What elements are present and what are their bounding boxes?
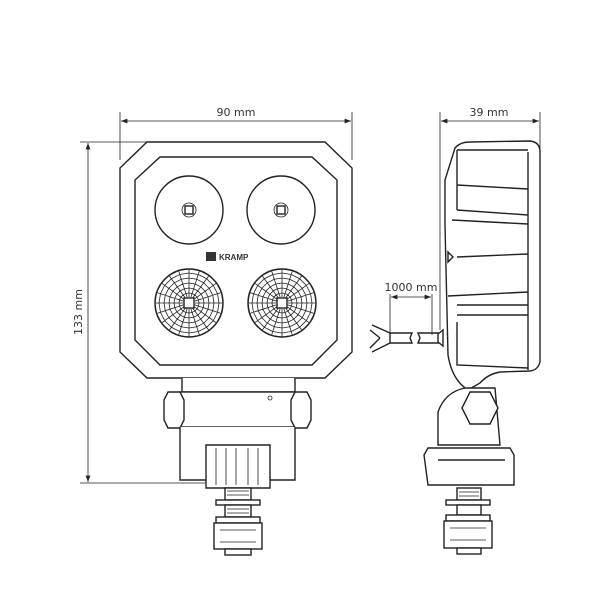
lens-facets bbox=[154, 268, 224, 338]
hex-nut-right-icon bbox=[290, 391, 312, 429]
height-dimension: 133 mm bbox=[72, 141, 215, 484]
brand-logo: KRAMP bbox=[206, 252, 249, 262]
hex-bolt-head-icon bbox=[461, 391, 499, 425]
side-bolt bbox=[443, 487, 493, 555]
width-dimension: 90 mm bbox=[119, 106, 353, 160]
cable-length-label: 1000 mm bbox=[385, 281, 438, 294]
led-chip bbox=[183, 297, 195, 309]
led-chip bbox=[276, 297, 288, 309]
front-view: 90 mm 133 mm KRAMP bbox=[72, 106, 353, 556]
flood-lens-right bbox=[246, 175, 316, 245]
logo-text: KRAMP bbox=[219, 253, 249, 262]
hex-nut-left-icon bbox=[163, 391, 185, 429]
mounting-bolt bbox=[213, 487, 263, 556]
spot-lens-right bbox=[247, 268, 317, 338]
mounting-bracket bbox=[163, 378, 312, 489]
height-label: 133 mm bbox=[72, 289, 85, 335]
lens-rim bbox=[154, 268, 224, 338]
housing bbox=[119, 141, 353, 379]
spot-lens-left bbox=[154, 268, 224, 338]
cable: 1000 mm bbox=[369, 281, 444, 353]
side-view: 39 mm 1000 mm bbox=[369, 106, 541, 555]
side-housing bbox=[444, 140, 541, 391]
clamp-block bbox=[205, 444, 271, 489]
side-bracket bbox=[423, 387, 515, 486]
depth-dimension: 39 mm bbox=[439, 106, 541, 330]
width-label: 90 mm bbox=[217, 106, 256, 119]
flood-lens-left bbox=[154, 175, 224, 245]
inner-frame bbox=[134, 156, 338, 366]
lens-rim bbox=[247, 268, 317, 338]
depth-label: 39 mm bbox=[470, 106, 509, 119]
lens-facets bbox=[247, 268, 317, 338]
